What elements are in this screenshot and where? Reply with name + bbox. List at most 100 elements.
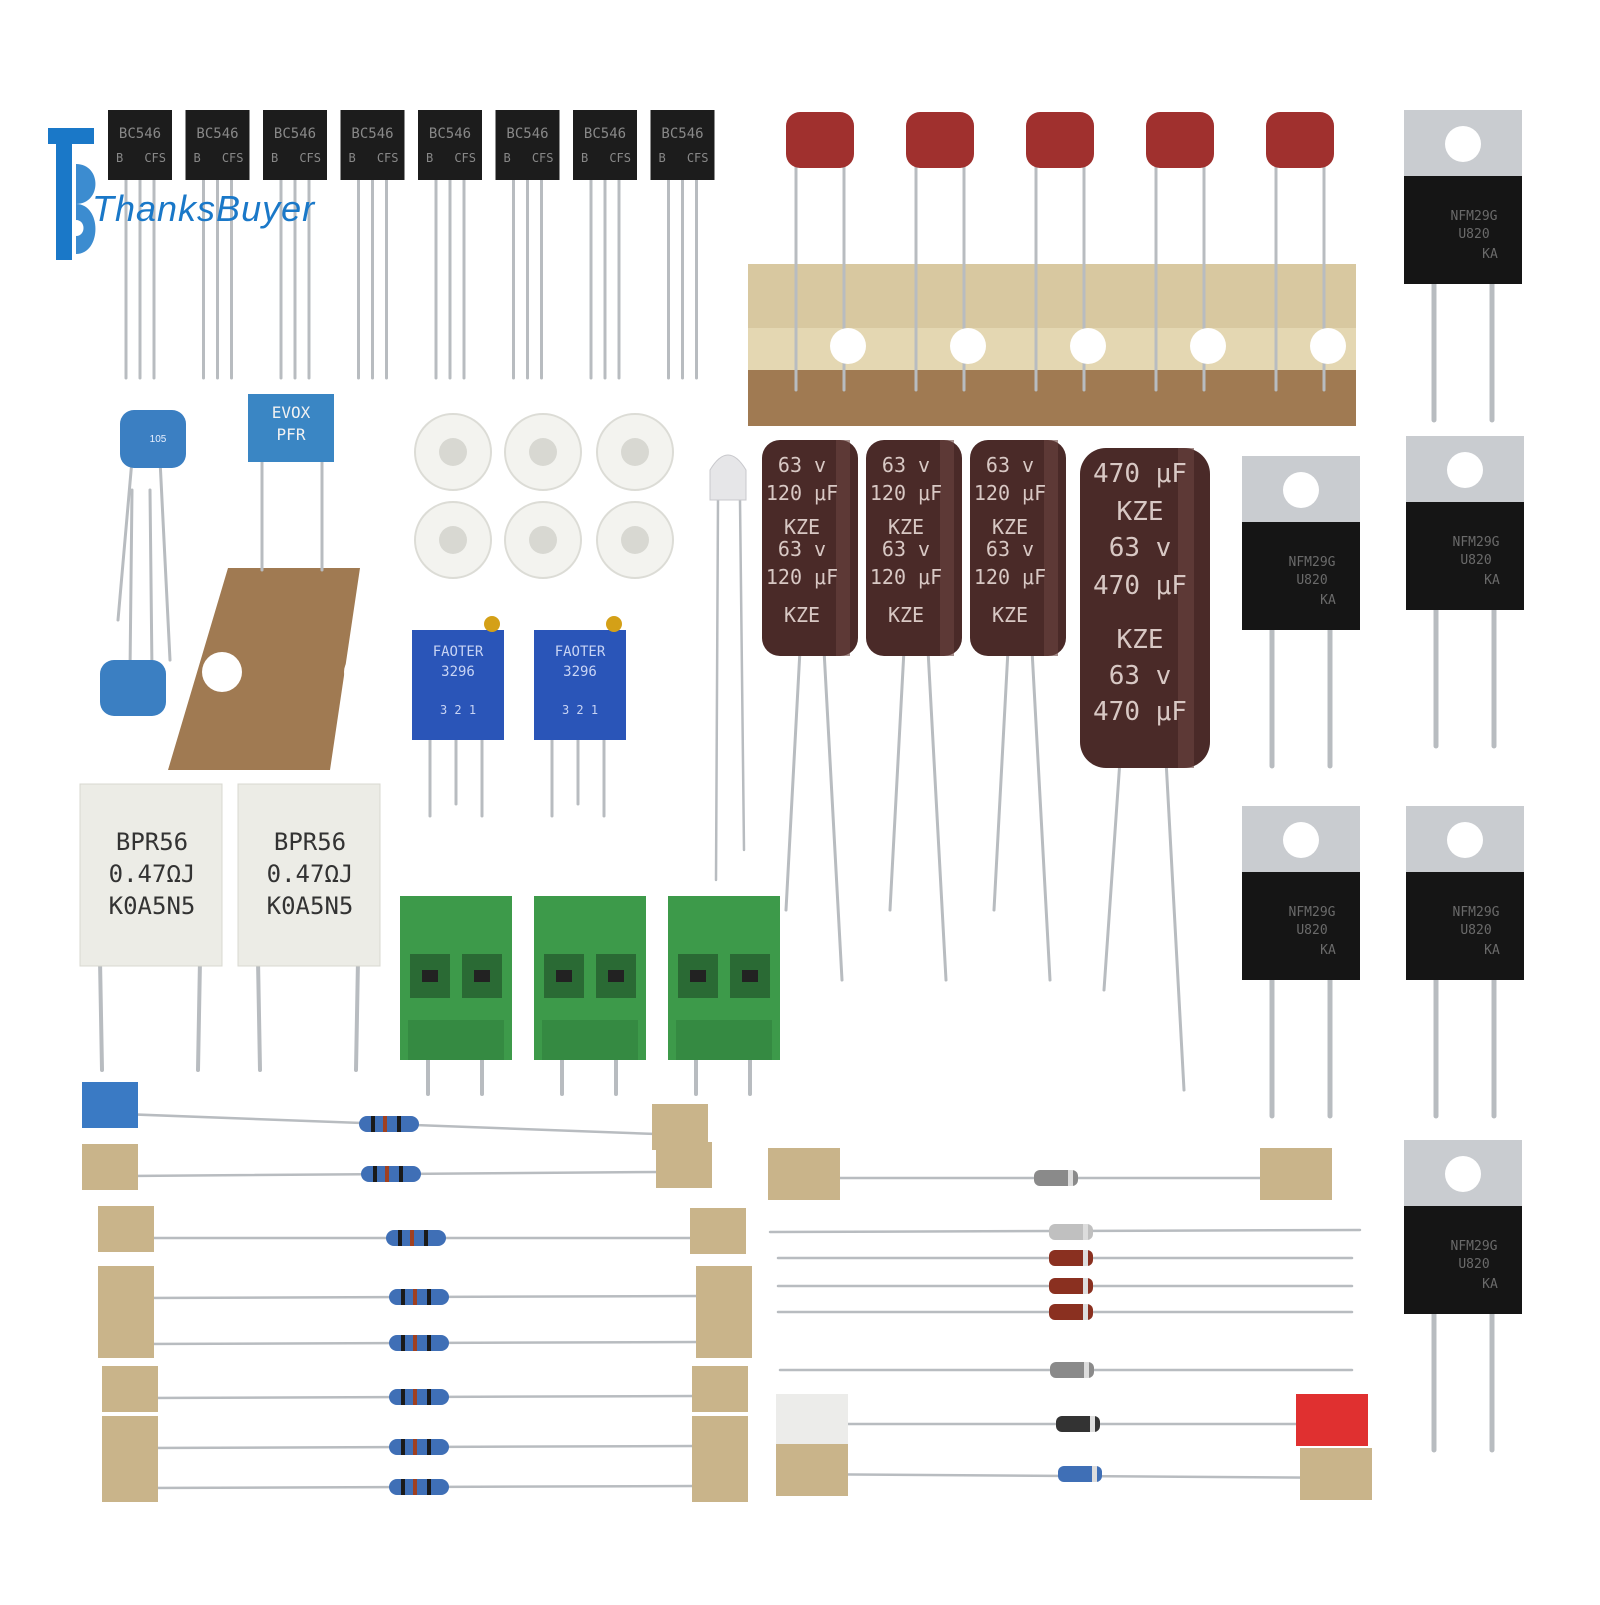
cap-code: 105	[150, 434, 167, 445]
svg-text:K0A5N5: K0A5N5	[109, 892, 196, 920]
axial-diode	[776, 1250, 1354, 1266]
svg-text:KA: KA	[1482, 1277, 1498, 1292]
svg-text:EVOX: EVOX	[272, 403, 311, 422]
svg-text:KA: KA	[1320, 593, 1336, 608]
svg-text:3296: 3296	[441, 664, 475, 680]
svg-text:KZE: KZE	[992, 603, 1028, 627]
nylon-washer	[596, 501, 674, 579]
svg-text:470 μF: 470 μF	[1093, 697, 1187, 727]
svg-text:63 v: 63 v	[1109, 533, 1172, 563]
ceramic-capacitor	[786, 112, 854, 392]
transistor-label-cfs: CFS	[144, 151, 166, 165]
evox-film-capacitor: EVOX PFR	[168, 394, 380, 770]
svg-text:KZE: KZE	[784, 515, 820, 539]
brand-logo-mark-icon	[48, 128, 96, 260]
transistor-label-cfs: CFS	[299, 151, 321, 165]
svg-text:NFM29G: NFM29G	[1453, 535, 1500, 550]
svg-text:120 μF: 120 μF	[766, 565, 838, 589]
svg-text:3 2 1: 3 2 1	[440, 703, 476, 717]
nylon-washer	[414, 501, 492, 579]
transistor-label-cfs: CFS	[532, 151, 554, 165]
svg-text:3296: 3296	[563, 664, 597, 680]
screw-terminal-block	[534, 896, 646, 1096]
svg-text:63 v: 63 v	[882, 453, 930, 477]
svg-text:0.47ΩJ: 0.47ΩJ	[267, 860, 354, 888]
transistor-label-cfs: CFS	[687, 151, 709, 165]
svg-text:120 μF: 120 μF	[974, 565, 1046, 589]
axial-resistor	[98, 1206, 746, 1254]
blue-ceramic-capacitor-bottom	[100, 488, 166, 716]
axial-resistor	[102, 1416, 748, 1462]
svg-text:NFM29G: NFM29G	[1453, 905, 1500, 920]
axial-resistor	[102, 1456, 748, 1502]
svg-text:NFM29G: NFM29G	[1451, 209, 1498, 224]
screw-terminal-block	[400, 896, 512, 1096]
tape-hole	[1310, 328, 1346, 364]
tape-hole	[1070, 328, 1106, 364]
transistor-label: BC546	[661, 126, 703, 142]
transistor-label: BC546	[429, 126, 471, 142]
axial-diode	[768, 1148, 1332, 1200]
axial-diode	[776, 1304, 1354, 1320]
screw-terminal-block	[668, 896, 780, 1096]
transistor-label: BC546	[506, 126, 548, 142]
svg-text:U820: U820	[1458, 227, 1489, 242]
transistor-label-b: B	[349, 151, 356, 165]
brand-logo	[42, 124, 282, 264]
svg-text:NFM29G: NFM29G	[1289, 555, 1336, 570]
transistor-label-b: B	[271, 151, 278, 165]
transistor-label: BC546	[584, 126, 626, 142]
svg-text:KZE: KZE	[1117, 625, 1164, 655]
svg-text:63 v: 63 v	[986, 537, 1034, 561]
svg-text:KA: KA	[1484, 573, 1500, 588]
svg-text:KZE: KZE	[784, 603, 820, 627]
axial-diode	[776, 1444, 1372, 1500]
svg-text:FAOTER: FAOTER	[433, 644, 484, 660]
svg-text:3 2 1: 3 2 1	[562, 703, 598, 717]
axial-resistor	[102, 1366, 748, 1412]
svg-text:KZE: KZE	[888, 515, 924, 539]
svg-text:63 v: 63 v	[986, 453, 1034, 477]
transistor-label-cfs: CFS	[609, 151, 631, 165]
nylon-washer	[596, 413, 674, 491]
brand-name: ThanksBuyer	[92, 188, 316, 229]
transistor-label-b: B	[581, 151, 588, 165]
svg-text:120 μF: 120 μF	[974, 481, 1046, 505]
svg-text:470 μF: 470 μF	[1093, 571, 1187, 601]
svg-text:U820: U820	[1296, 573, 1327, 588]
svg-text:KA: KA	[1482, 247, 1498, 262]
svg-text:KA: KA	[1320, 943, 1336, 958]
svg-text:PFR: PFR	[277, 425, 306, 444]
transistor-label-cfs: CFS	[222, 151, 244, 165]
cement-resistor-bpr56: BPR56 0.47ΩJ K0A5N5	[237, 783, 381, 1072]
axial-diode	[768, 1224, 1362, 1240]
svg-text:FAOTER: FAOTER	[555, 644, 606, 660]
tape-hole	[1190, 328, 1226, 364]
trimmer-potentiometer: FAOTER 3296 3 2 1	[534, 616, 626, 818]
svg-text:63 v: 63 v	[778, 453, 826, 477]
svg-text:NFM29G: NFM29G	[1451, 1239, 1498, 1254]
svg-text:BPR56: BPR56	[274, 828, 346, 856]
nylon-washer	[414, 413, 492, 491]
svg-text:KZE: KZE	[888, 603, 924, 627]
tape-hole	[950, 328, 986, 364]
transistor-label-cfs: CFS	[377, 151, 399, 165]
svg-text:470 μF: 470 μF	[1093, 459, 1187, 489]
svg-text:K0A5N5: K0A5N5	[267, 892, 354, 920]
